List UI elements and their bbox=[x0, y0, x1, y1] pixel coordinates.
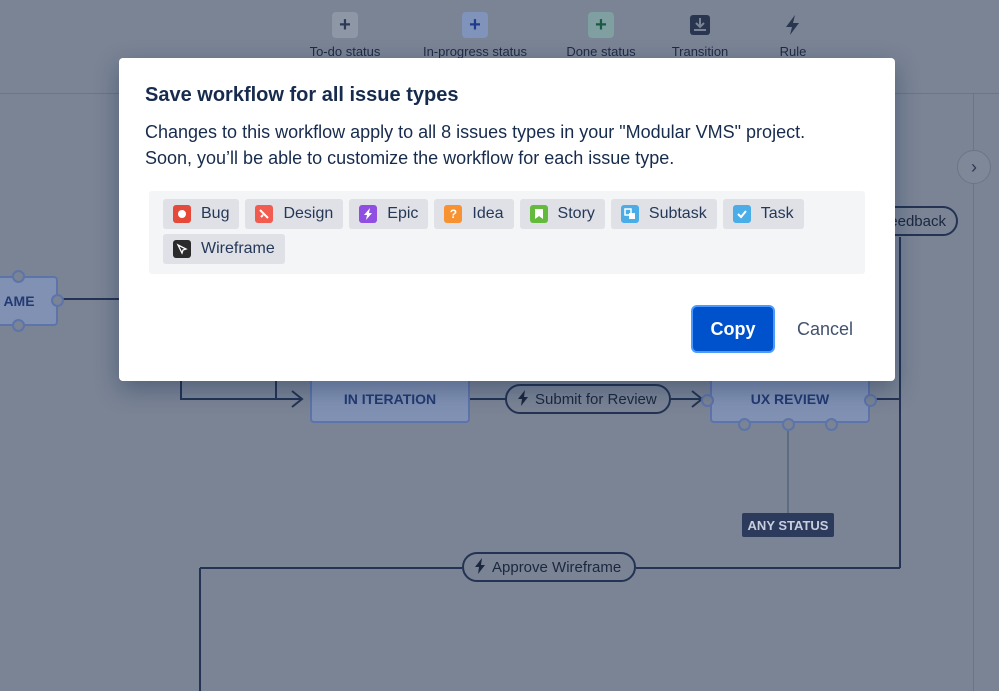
expand-sidebar-button[interactable]: › bbox=[957, 150, 991, 184]
issue-type-story: Story bbox=[519, 199, 605, 229]
issue-types-list: Bug Design Epic ? Idea Story bbox=[149, 191, 865, 274]
issue-type-label: Wireframe bbox=[201, 240, 275, 257]
issue-type-label: Epic bbox=[387, 205, 419, 222]
save-workflow-dialog: Save workflow for all issue types Change… bbox=[119, 58, 895, 381]
status-wireframe-partial[interactable]: AME bbox=[0, 276, 58, 326]
epic-icon bbox=[359, 205, 378, 223]
issue-type-idea: ? Idea bbox=[434, 199, 514, 229]
lightning-icon bbox=[474, 557, 486, 577]
issue-type-label: Story bbox=[557, 205, 595, 222]
transition-submit-for-review[interactable]: Submit for Review bbox=[505, 384, 671, 414]
tool-label: Rule bbox=[779, 44, 807, 59]
issue-type-epic: Epic bbox=[349, 199, 429, 229]
plus-icon: + bbox=[462, 12, 488, 38]
lightning-icon bbox=[780, 12, 806, 38]
issue-type-label: Idea bbox=[472, 205, 504, 222]
design-icon bbox=[255, 205, 274, 223]
add-in-progress-status-button[interactable]: + In-progress status bbox=[415, 12, 535, 59]
status-label: IN ITERATION bbox=[343, 391, 437, 407]
plus-icon: + bbox=[588, 12, 614, 38]
status-in-iteration[interactable]: IN ITERATION bbox=[310, 377, 470, 423]
connection-handle[interactable] bbox=[738, 418, 751, 431]
status-label: UX REVIEW bbox=[750, 391, 830, 407]
transition-approve-wireframe[interactable]: Approve Wireframe bbox=[462, 552, 636, 582]
description-line-2: Soon, you’ll be able to customize the wo… bbox=[145, 148, 675, 168]
issue-type-label: Subtask bbox=[648, 205, 707, 222]
add-done-status-button[interactable]: + Done status bbox=[541, 12, 661, 59]
sidebar-divider bbox=[973, 94, 974, 691]
transition-label: Approve Wireframe bbox=[492, 558, 622, 576]
any-status-label: ANY STATUS bbox=[747, 517, 829, 533]
dialog-description: Changes to this workflow apply to all 8 … bbox=[145, 119, 869, 171]
issue-type-subtask: Subtask bbox=[610, 199, 717, 229]
issue-type-label: Bug bbox=[201, 205, 230, 222]
connection-handle[interactable] bbox=[825, 418, 838, 431]
connection-handle[interactable] bbox=[12, 319, 25, 332]
issue-type-bug: Bug bbox=[163, 199, 240, 229]
connection-handle[interactable] bbox=[701, 394, 714, 407]
chevron-right-icon: › bbox=[971, 156, 977, 177]
issue-type-task: Task bbox=[722, 199, 804, 229]
add-transition-button[interactable]: Transition bbox=[640, 12, 760, 59]
wireframe-icon bbox=[173, 240, 191, 258]
transition-label: Submit for Review bbox=[535, 390, 657, 408]
add-rule-button[interactable]: Rule bbox=[733, 12, 853, 59]
workflow-canvas[interactable]: AME IN ITERATION Submit for Review UX RE… bbox=[0, 94, 999, 691]
connection-handle[interactable] bbox=[782, 418, 795, 431]
bug-icon bbox=[173, 205, 191, 223]
issue-type-label: Task bbox=[760, 205, 794, 222]
issue-type-wireframe: Wireframe bbox=[163, 234, 285, 264]
issue-type-label: Design bbox=[283, 205, 334, 222]
task-icon bbox=[732, 205, 751, 223]
description-line-1: Changes to this workflow apply to all 8 … bbox=[145, 122, 806, 142]
story-icon bbox=[529, 205, 548, 223]
copy-button[interactable]: Copy bbox=[692, 307, 773, 351]
tool-label: To-do status bbox=[309, 44, 381, 59]
add-todo-status-button[interactable]: + To-do status bbox=[285, 12, 405, 59]
idea-icon: ? bbox=[444, 205, 463, 223]
dialog-title: Save workflow for all issue types bbox=[145, 84, 459, 106]
connection-handle[interactable] bbox=[12, 270, 25, 283]
status-label: AME bbox=[3, 293, 35, 309]
tool-label: Done status bbox=[566, 44, 636, 59]
any-status-badge[interactable]: ANY STATUS bbox=[742, 513, 834, 537]
subtask-icon bbox=[620, 205, 639, 223]
tool-label: Transition bbox=[671, 44, 729, 59]
connector-lines bbox=[58, 237, 901, 691]
dialog-actions: Copy Cancel bbox=[692, 307, 865, 351]
transition-label: eedback bbox=[889, 212, 946, 230]
tool-label: In-progress status bbox=[422, 44, 528, 59]
connection-handle[interactable] bbox=[864, 394, 877, 407]
issue-type-design: Design bbox=[245, 199, 344, 229]
plus-icon: + bbox=[332, 12, 358, 38]
connection-handle[interactable] bbox=[51, 294, 64, 307]
lightning-icon bbox=[517, 389, 529, 409]
cancel-button[interactable]: Cancel bbox=[785, 307, 865, 351]
transition-icon bbox=[687, 12, 713, 38]
status-ux-review[interactable]: UX REVIEW bbox=[710, 377, 870, 423]
